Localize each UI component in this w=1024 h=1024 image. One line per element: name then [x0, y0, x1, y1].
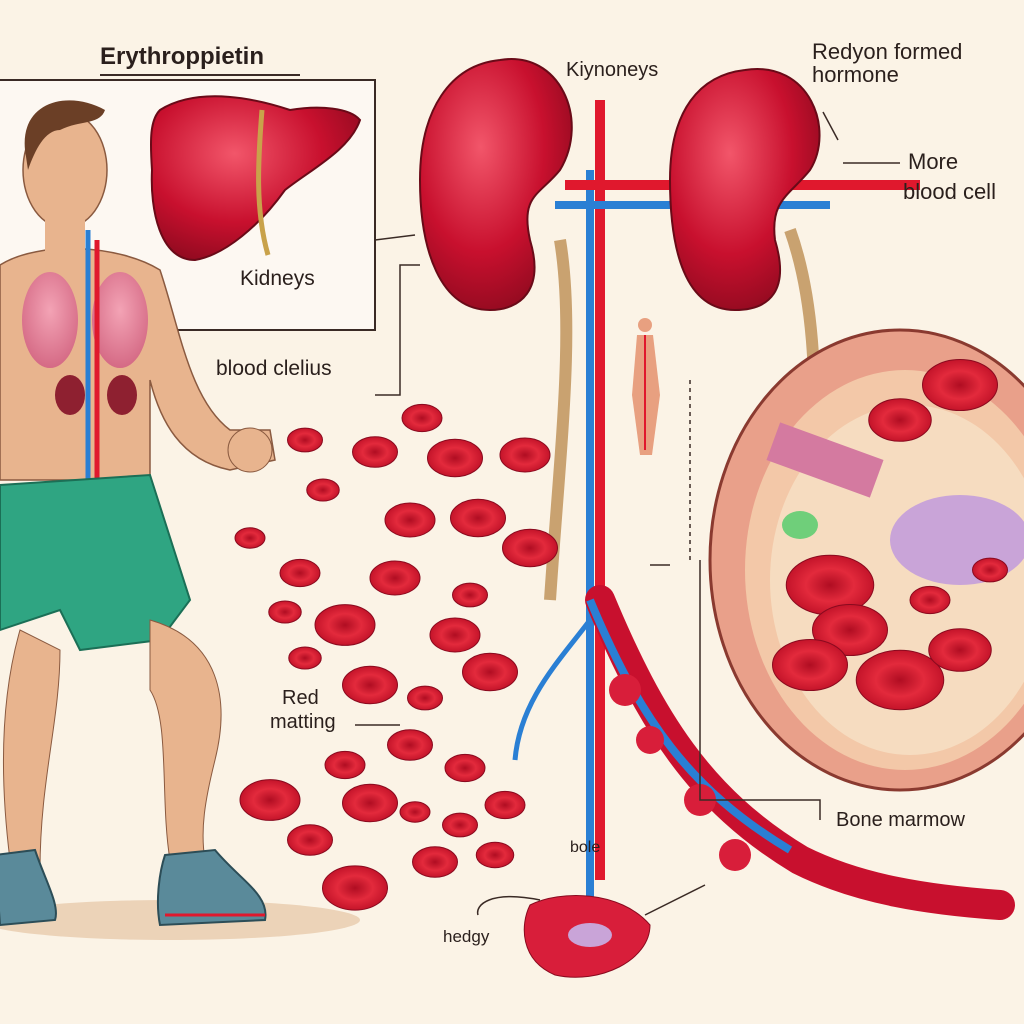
red-blood-cell [268, 600, 302, 624]
red-blood-cell [450, 498, 506, 538]
more-cells-label-2: blood cell [903, 179, 996, 204]
red-blood-cell [502, 528, 558, 568]
kidneys-top-label: Kiynoneys [566, 59, 659, 81]
kidneys-inset-label: Kidneys [240, 267, 315, 290]
hormone-label: Redyon formed hormone [812, 39, 963, 88]
red-blood-cell [475, 841, 515, 869]
marrow-capillary [766, 422, 884, 498]
red-blood-cell [342, 783, 398, 823]
bile-duct [256, 109, 271, 256]
red-blood-cell [384, 502, 436, 538]
hair [24, 100, 105, 170]
red-blood-cells [234, 359, 1008, 911]
red-blood-cell [429, 617, 481, 653]
title-label: Erythroppietin [100, 43, 265, 70]
red-blood-cell [412, 846, 458, 878]
red-blood-cell [369, 560, 421, 596]
red-blood-cell [772, 639, 848, 691]
red-blood-cell [928, 628, 992, 672]
red-blood-cell [306, 478, 340, 502]
red-label-1: Red [282, 687, 319, 709]
stem-cell [782, 511, 818, 539]
cell-clusters [609, 674, 751, 871]
left-shoe [0, 848, 57, 927]
red-blood-cell [909, 585, 951, 615]
bole-label: bole [570, 839, 601, 856]
red-blood-cell [499, 437, 551, 473]
red-blood-cell [401, 403, 443, 433]
liver [149, 95, 362, 262]
red-blood-cell [314, 604, 376, 646]
red-blood-cell [287, 824, 333, 856]
red-blood-cell [239, 779, 301, 821]
left-kidney [418, 58, 573, 312]
red-label-2: matting [270, 711, 336, 733]
shorts [0, 473, 192, 652]
red-blood-cell [868, 398, 932, 442]
red-blood-cell [427, 438, 483, 478]
red-blood-cell [279, 558, 321, 588]
red-blood-cell [922, 359, 998, 411]
hedgy-label: hedgy [443, 927, 490, 946]
red-blood-cell [407, 685, 443, 711]
kidney-small-right [107, 375, 137, 415]
red-blood-cell [812, 604, 888, 656]
right-lung [92, 272, 148, 368]
red-blood-cell [452, 582, 488, 608]
pointer-lines [355, 111, 900, 916]
blood-cells-label: blood clelius [216, 357, 332, 380]
red-blood-cell [855, 649, 945, 711]
right-shoe [156, 848, 267, 927]
red-blood-cell [288, 646, 322, 670]
small-body-figure [632, 318, 660, 455]
red-blood-cell [399, 801, 431, 823]
vessels [512, 100, 1015, 920]
left-lung [22, 272, 78, 368]
kidney-small-left [55, 375, 85, 415]
red-blood-cell [484, 790, 526, 820]
red-blood-cell [972, 557, 1008, 583]
red-blood-cell [322, 865, 388, 911]
red-blood-cell [324, 750, 366, 780]
bone-marrow-label: Bone marmow [836, 809, 965, 831]
red-blood-cell [234, 527, 266, 549]
red-blood-cell [352, 436, 398, 468]
red-blood-cell [442, 812, 478, 838]
red-blood-cell [387, 729, 433, 761]
more-cells-label-1: More [908, 149, 959, 174]
right-kidney [668, 68, 821, 312]
red-blood-cell [444, 753, 486, 783]
red-blood-cell [462, 652, 518, 692]
red-blood-cell [342, 665, 398, 705]
red-blood-cell [287, 427, 323, 453]
running-man [0, 100, 276, 927]
fist [227, 427, 273, 473]
